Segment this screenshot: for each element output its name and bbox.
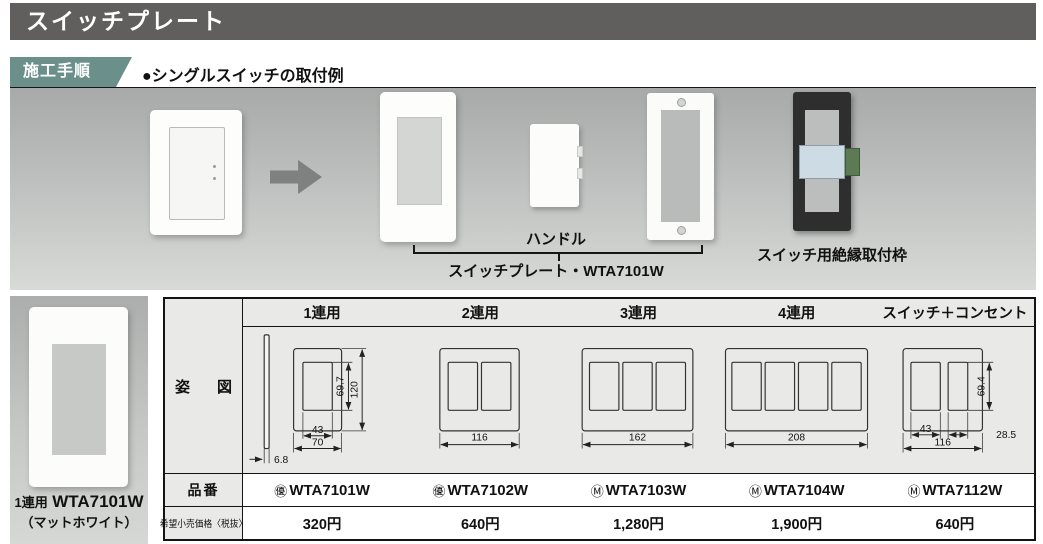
row-header-price: 希望小売価格〈税抜〉 — [160, 507, 247, 539]
indicator-dot — [213, 177, 216, 180]
col-header-3gang: 3連用 — [559, 299, 718, 327]
screw-bottom — [677, 226, 686, 235]
model-cell-1gang: ㊝ WTA7101W — [243, 474, 402, 507]
plate-window-opening — [52, 344, 106, 455]
circle-mark: Ⓜ — [590, 483, 604, 499]
figure-cell-1gang: 6.8 69.7 120 43 70 — [243, 327, 402, 474]
dim-label-height: 69.4 — [976, 376, 987, 396]
model-cell-switch-outlet: Ⓜ WTA7112W — [875, 474, 1034, 507]
model-number: WTA7112W — [922, 481, 1003, 499]
model-cell-4gang: Ⓜ WTA7104W — [717, 474, 876, 507]
dimension-drawing-4gang: 208 — [724, 348, 868, 449]
product-gang-label: 1連用 — [14, 495, 48, 510]
dim-label-left-width: 43 — [920, 424, 932, 435]
handle-tab — [577, 146, 583, 157]
product-caption: 1連用 WTA7101W — [10, 492, 148, 512]
dimension-drawing-switch-outlet: 69.4 43 28.5 116 — [902, 348, 1016, 453]
dimension-drawing-3gang: 162 — [582, 348, 694, 449]
indicator-dot — [213, 165, 216, 168]
plate-window-opening — [397, 117, 442, 205]
procedure-tab-label: 施工手順 — [23, 63, 92, 80]
price-cell-2gang: 640円 — [401, 507, 560, 539]
product-model: WTA7101W — [52, 492, 144, 511]
dim-label-outer-width: 70 — [312, 438, 324, 449]
model-number: WTA7101W — [289, 481, 370, 499]
product-card: 1連用 WTA7101W （マットホワイト） — [10, 296, 148, 544]
dim-label-outer-height: 120 — [349, 381, 360, 398]
model-number: WTA7102W — [447, 481, 529, 499]
circuit-board — [845, 148, 860, 176]
dim-label-inner-height: 69.7 — [336, 376, 347, 396]
product-finish: （マットホワイト） — [20, 515, 138, 530]
col-header-1gang: 1連用 — [243, 299, 402, 327]
procedure-tab: 施工手順 — [10, 57, 132, 87]
circle-mark: ㊝ — [432, 483, 446, 499]
row-header-figure: 姿 図 — [165, 299, 243, 474]
price-cell-4gang: 1,900円 — [717, 507, 876, 539]
product-photo — [29, 307, 128, 487]
dim-label-total-width: 116 — [934, 438, 951, 449]
price-row-label: 希望小売価格〈税抜〉 — [159, 519, 248, 530]
col-header-2gang: 2連用 — [401, 299, 560, 327]
bracket-line — [413, 245, 703, 261]
figure-cell-3gang: 162 — [559, 327, 718, 474]
col-header-switch-outlet: スイッチ＋コンセント — [875, 299, 1034, 327]
circle-mark: ㊝ — [274, 483, 288, 499]
procedure-heading: ●シングルスイッチの取付例 — [142, 68, 344, 85]
spec-table: 姿 図 1連用 2連用 3連用 4連用 スイッチ＋コンセント 6.8 69.7 … — [160, 297, 1036, 541]
price-cell-1gang: 320円 — [243, 507, 402, 539]
dim-label-width: 208 — [788, 433, 805, 444]
transition-arrow-icon — [270, 160, 322, 194]
bracket-center-tick — [558, 254, 560, 261]
dim-label-inner-width: 43 — [312, 425, 324, 436]
model-cell-2gang: ㊝ WTA7102W — [401, 474, 560, 507]
switch-rocker — [169, 127, 225, 220]
assembled-switch-photo — [150, 110, 242, 235]
frame-cutout — [661, 110, 700, 222]
figure-cell-4gang: 208 — [717, 327, 876, 474]
figure-cell-2gang: 116 — [401, 327, 560, 474]
col-header-4gang: 4連用 — [717, 299, 876, 327]
dim-label-right-width: 28.5 — [996, 430, 1016, 441]
handle-tab — [577, 168, 583, 179]
mounting-frame-photo — [647, 93, 714, 240]
dim-label-width: 162 — [629, 433, 646, 444]
model-cell-3gang: Ⓜ WTA7103W — [559, 474, 718, 507]
row-header-model: 品番 — [165, 474, 243, 507]
page-title: スイッチプレート — [26, 8, 226, 34]
dim-label-width: 116 — [472, 433, 489, 444]
price-cell-3gang: 1,280円 — [559, 507, 718, 539]
insulated-mounting-frame-photo — [793, 92, 860, 231]
switch-plate-photo — [380, 92, 456, 242]
dim-label-thickness: 6.8 — [274, 455, 289, 466]
plate-assembly-label: スイッチプレート・WTA7101W — [448, 263, 664, 280]
installation-photo-panel: ハンドル スイッチプレート・WTA7101W スイッチ用絶縁取付枠 — [10, 88, 1036, 290]
dimension-drawing-2gang: 116 — [439, 348, 521, 449]
screw-top — [677, 98, 686, 107]
procedure-header-row: 施工手順 ●シングルスイッチの取付例 — [10, 57, 1036, 89]
dimension-drawing-1gang: 6.8 69.7 120 43 70 — [249, 334, 367, 466]
circle-mark: Ⓜ — [748, 483, 762, 499]
model-number: WTA7104W — [763, 481, 845, 499]
handle-label: ハンドル — [525, 231, 586, 248]
model-number: WTA7103W — [605, 481, 687, 499]
switch-body — [799, 145, 845, 179]
figure-cell-switch-outlet: 69.4 43 28.5 116 — [875, 327, 1034, 474]
circle-mark: Ⓜ — [907, 483, 921, 499]
insulated-frame-label: スイッチ用絶縁取付枠 — [756, 247, 907, 264]
page-title-bar: スイッチプレート — [10, 3, 1036, 40]
handle-photo — [530, 124, 583, 207]
price-cell-switch-outlet: 640円 — [875, 507, 1034, 539]
